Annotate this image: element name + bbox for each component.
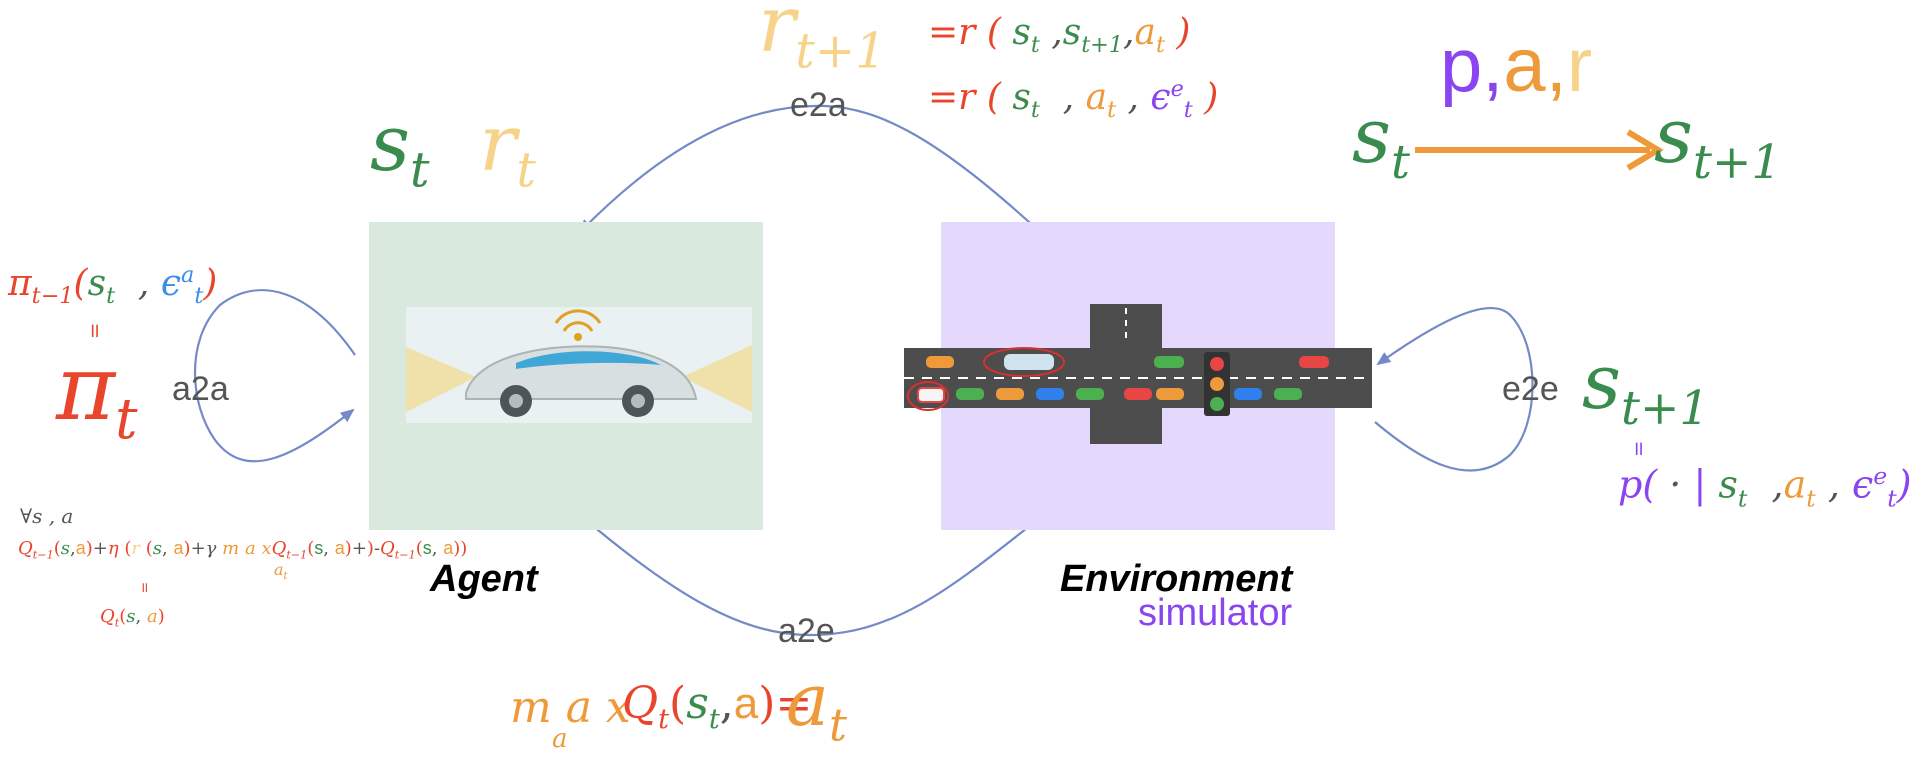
q-update-forall: ∀s , a <box>20 504 74 528</box>
policy-current: πt <box>56 336 138 452</box>
reward-next: rt+1 <box>758 0 887 80</box>
edge-e2e <box>1374 306 1534 472</box>
env-transition-formula: p( · | st ,at , ϵet) <box>1618 462 1912 513</box>
transition-from-state: st <box>1352 91 1410 191</box>
agent-observation: st rt <box>370 99 536 199</box>
policy-equal-sign: ॥ <box>88 318 100 342</box>
greedy-action-result: at <box>786 658 847 752</box>
env-next-state: st+1 <box>1582 337 1710 437</box>
agent-node <box>369 222 763 530</box>
environment-label: Environment <box>1060 558 1293 600</box>
transition-to-state: st+1 <box>1654 91 1782 191</box>
q-update-equal-sign: ॥ <box>140 580 149 596</box>
environment-sublabel: simulator <box>1138 592 1293 634</box>
traffic-intersection-icon <box>904 304 1372 444</box>
edge-a2a <box>194 289 356 463</box>
autonomous-car-icon <box>406 307 752 423</box>
greedy-action-max-sub: a <box>552 724 568 754</box>
transition-arrow-head <box>1626 129 1664 171</box>
edge-label-a2e: a2e <box>778 612 835 650</box>
edge-a2e <box>579 512 1047 637</box>
greedy-action-formula: Qt(st,a)= <box>622 678 813 735</box>
environment-node <box>904 222 1372 530</box>
edge-label-e2a: e2a <box>790 86 847 124</box>
reward-formula-1: =r ( st ,st+1,at ) <box>928 12 1191 59</box>
policy-formula: πt−1(st , ϵat) <box>8 262 218 310</box>
edge-label-a2a: a2a <box>172 370 229 408</box>
edge-label-e2e: e2e <box>1502 370 1559 408</box>
agent-label: Agent <box>430 558 538 600</box>
greedy-action-max: m a x <box>510 682 631 733</box>
edge-e2a <box>578 104 1041 234</box>
q-update-formula: Qt−1(s,a)+η (r (s, a)+γ m a xQt−1(s, a)+… <box>18 538 468 562</box>
q-update-result: Qt(s, a) <box>100 606 165 630</box>
env-equal-sign: ॥ <box>1632 436 1644 460</box>
reward-formula-2: =r ( st , at , ϵet ) <box>928 76 1219 124</box>
q-update-argmax-sub: at <box>274 560 288 583</box>
transition-label: p,a,r <box>1440 23 1593 108</box>
